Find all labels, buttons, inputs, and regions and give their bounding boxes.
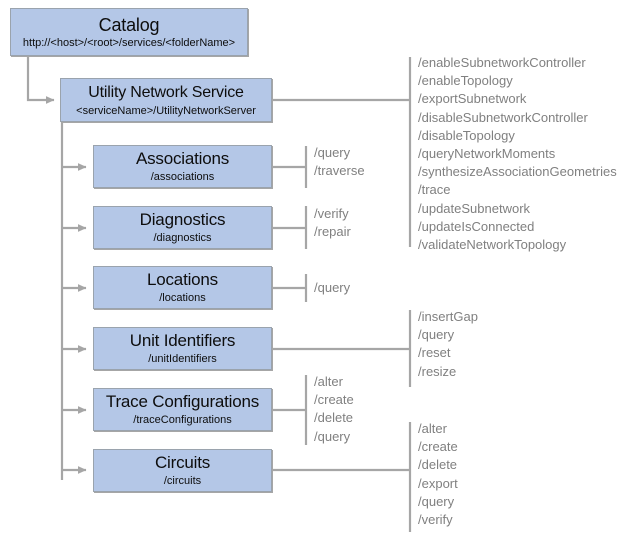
- operation-item: /query: [418, 327, 455, 343]
- node-associations-title: Associations: [135, 149, 230, 168]
- node-catalog-title: Catalog: [98, 14, 160, 35]
- node-unit-identifiers-subtitle: /unitIdentifiers: [148, 353, 217, 365]
- operation-item: /traverse: [314, 163, 365, 179]
- operation-item: /enableTopology: [418, 73, 513, 89]
- operations-list-unit-identifiers: /insertGap/query/reset/resize: [418, 308, 478, 381]
- operation-item: /alter: [418, 421, 447, 436]
- operation-item: /updateSubnetwork: [418, 200, 531, 216]
- node-unit-identifiers-title: Unit Identifiers: [129, 331, 236, 350]
- operation-item: /repair: [314, 224, 351, 240]
- node-associations-subtitle: /associations: [150, 171, 215, 183]
- node-circuits[interactable]: Circuits /circuits: [93, 449, 272, 492]
- operation-item: /export: [418, 475, 458, 491]
- operations-list-utility-network-service: /enableSubnetworkController/enableTopolo…: [418, 54, 617, 254]
- operation-item: /disableTopology: [418, 127, 515, 143]
- operation-item: /query: [314, 428, 351, 444]
- operation-item: /queryNetworkMoments: [418, 146, 556, 162]
- operation-item: /insertGap: [418, 309, 478, 324]
- node-diagnostics-subtitle: /diagnostics: [153, 232, 212, 244]
- operations-list-trace-configurations: /alter/create/delete/query: [314, 373, 354, 446]
- operation-item: /query: [418, 493, 455, 509]
- operation-item: /trace: [418, 182, 451, 198]
- node-utility-network-service-title: Utility Network Service: [88, 83, 244, 101]
- operation-item: /query: [314, 280, 351, 295]
- operation-item: /updateIsConnected: [418, 218, 535, 234]
- node-circuits-subtitle: /circuits: [163, 475, 202, 487]
- node-utility-network-service-subtitle: <serviceName>/UtilityNetworkServer: [76, 104, 256, 117]
- operation-item: /create: [314, 392, 354, 408]
- operation-item: /enableSubnetworkController: [418, 55, 586, 70]
- operation-item: /synthesizeAssociationGeometries: [418, 164, 617, 180]
- node-locations[interactable]: Locations /locations: [93, 266, 272, 309]
- operations-list-diagnostics: /verify/repair: [314, 205, 351, 241]
- node-diagnostics[interactable]: Diagnostics /diagnostics: [93, 206, 272, 249]
- node-locations-subtitle: /locations: [159, 292, 206, 304]
- operation-item: /verify: [314, 206, 349, 221]
- operation-item: /exportSubnetwork: [418, 91, 527, 107]
- operations-list-locations: /query: [314, 279, 350, 297]
- operation-item: /alter: [314, 374, 343, 389]
- operation-item: /query: [314, 145, 351, 160]
- operation-item: /resize: [418, 363, 457, 379]
- node-locations-title: Locations: [147, 270, 218, 289]
- node-trace-configurations-title: Trace Configurations: [105, 392, 260, 411]
- operation-item: /verify: [418, 512, 453, 528]
- edge-catalog-to-service: [26, 55, 55, 104]
- operation-item: /validateNetworkTopology: [418, 237, 567, 253]
- node-catalog-subtitle: http://<host>/<root>/services/<folderNam…: [22, 36, 236, 49]
- node-trace-configurations[interactable]: Trace Configurations /traceConfiguration…: [93, 388, 272, 431]
- node-trace-configurations-subtitle: /traceConfigurations: [133, 414, 232, 426]
- operation-item: /create: [418, 439, 458, 455]
- operations-list-circuits: /alter/create/delete/export/query/verify: [418, 420, 458, 529]
- node-catalog[interactable]: Catalog http://<host>/<root>/services/<f…: [10, 8, 248, 56]
- operation-item: /reset: [418, 345, 451, 361]
- operation-item: /delete: [418, 457, 458, 473]
- node-associations[interactable]: Associations /associations: [93, 145, 272, 188]
- node-diagnostics-title: Diagnostics: [139, 210, 226, 229]
- node-utility-network-service[interactable]: Utility Network Service <serviceName>/Ut…: [60, 78, 272, 122]
- operation-item: /disableSubnetworkController: [418, 109, 588, 125]
- operation-item: /delete: [314, 410, 354, 426]
- node-circuits-title: Circuits: [154, 453, 211, 472]
- node-unit-identifiers[interactable]: Unit Identifiers /unitIdentifiers: [93, 327, 272, 370]
- operations-list-associations: /query/traverse: [314, 144, 365, 180]
